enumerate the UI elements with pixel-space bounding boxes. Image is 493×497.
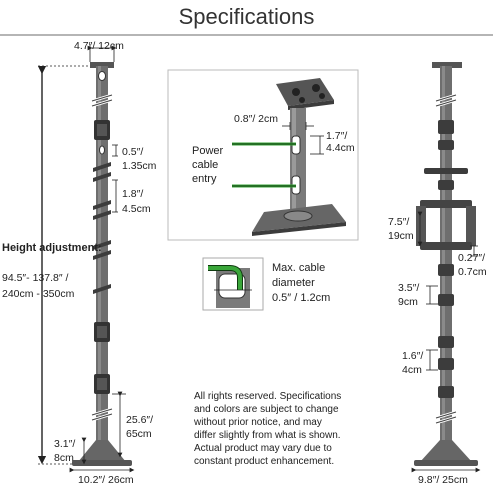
notice-line: and colors are subject to change (194, 404, 339, 415)
height-range-metric: 240cm - 350cm (2, 288, 75, 300)
entry-spacing-imperial: 1.7″/ (326, 130, 348, 142)
base-height-imperial: 3.1″/ (54, 438, 76, 450)
hole-spacing-imperial: 0.5″/ (122, 146, 144, 158)
legal-notice: All rights reserved. Specifications and … (194, 390, 394, 468)
left-top-width-label: 4.7″/ 12cm (74, 40, 124, 52)
left-top-plate (90, 62, 114, 68)
left-base-width-label: 10.2″/ 26cm (78, 474, 134, 486)
bracket-depth-metric: 0.7cm (458, 266, 487, 278)
pole-diameter-label: 0.8″/ 2cm (234, 113, 278, 125)
height-range-imperial: 94.5″- 137.8″ / (2, 272, 69, 284)
page-title: Specifications (178, 4, 315, 29)
right-pole (414, 62, 478, 466)
lower-span-imperial: 25.6″/ (126, 414, 154, 426)
low-span-imperial: 1.6″/ (402, 350, 424, 362)
cable-diameter-label-2: diameter (272, 277, 315, 289)
entry-spacing-metric: 4.4cm (326, 142, 355, 154)
title-bar (0, 0, 493, 36)
hole-spacing-metric: 1.35cm (122, 160, 157, 172)
notice-line: All rights reserved. Specifications (194, 391, 342, 402)
mid-span-metric: 9cm (398, 296, 418, 308)
base-height-metric: 8cm (54, 452, 74, 464)
cable-diameter-detail (208, 265, 252, 308)
height-adjustment-label: Height adjustment: (2, 242, 102, 254)
left-pole (72, 62, 132, 466)
center-dimensions (282, 122, 324, 155)
power-entry-label-1: Power (192, 145, 224, 157)
right-base-width-label: 9.8″/ 25cm (418, 474, 468, 486)
notice-line: differ slightly from what is shown. (194, 430, 341, 441)
cable-diameter-label-1: Max. cable (272, 262, 326, 274)
bracket-span-metric: 19cm (388, 230, 414, 242)
center-pole-detail (232, 78, 346, 236)
left-base (78, 440, 126, 462)
power-entry-label-2: cable (192, 159, 219, 171)
cable-diameter-frame (202, 257, 264, 311)
power-entry-label-3: entry (192, 173, 217, 185)
right-dimensions (411, 211, 481, 473)
left-dimensions (37, 44, 135, 473)
notice-line: without prior notice, and may (194, 417, 322, 428)
lower-span-metric: 65cm (126, 428, 152, 440)
low-span-metric: 4cm (402, 364, 422, 376)
clip-spacing-imperial: 1.8″/ (122, 188, 144, 200)
clip-spacing-metric: 4.5cm (122, 203, 151, 215)
cable-diameter-label-3: 0.5″ / 1.2cm (272, 292, 331, 304)
notice-line: Actual product may vary due to (194, 443, 332, 454)
center-detail-frame (167, 69, 359, 241)
mid-span-imperial: 3.5″/ (398, 282, 420, 294)
bracket-depth-imperial: 0.27″/ (458, 252, 486, 264)
notice-line: constant product enhancement. (194, 456, 335, 467)
bracket-span-imperial: 7.5″/ (388, 216, 410, 228)
